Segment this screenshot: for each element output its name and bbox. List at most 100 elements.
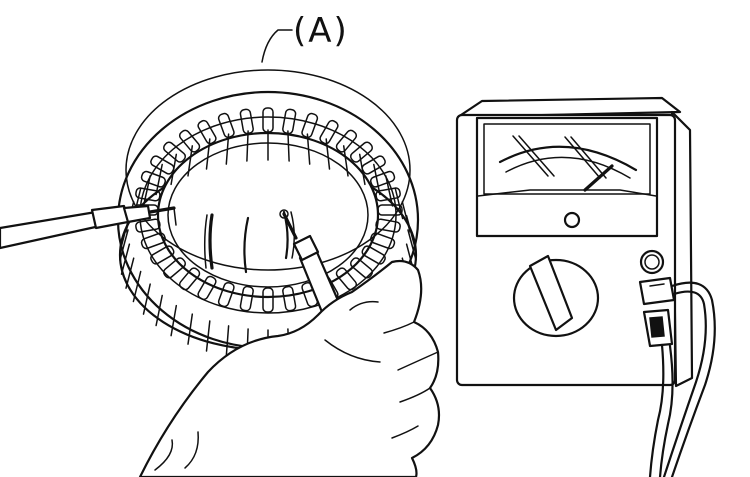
callout-a: (A) xyxy=(261,11,349,63)
left-probe-handle xyxy=(0,210,102,250)
sleeve-fold-1 xyxy=(154,439,174,471)
finger-crease-3 xyxy=(399,387,431,403)
stator-coil-loop xyxy=(377,204,403,216)
meter-glare-1 xyxy=(512,135,549,177)
stator-coil-loop xyxy=(162,257,187,279)
reset-button-rim xyxy=(644,254,660,270)
hand-outline xyxy=(138,259,441,477)
stator-coil-loop xyxy=(135,187,161,202)
stator-coil-loop xyxy=(140,232,167,250)
stator-coil-loop xyxy=(361,245,386,265)
stator-slot-rib xyxy=(225,133,230,165)
winding-band-top xyxy=(125,69,411,271)
test-lead-cable-1-edge xyxy=(662,290,707,477)
range-selector-pointer xyxy=(528,254,574,332)
stator-slot-rib xyxy=(405,215,416,247)
stator-coil-loop xyxy=(369,232,396,250)
stator-coils xyxy=(133,107,403,313)
stator-coil-loop xyxy=(197,119,217,145)
stator-slot-rib xyxy=(170,304,178,337)
stator-coil-loop xyxy=(335,267,358,291)
hand xyxy=(138,259,441,477)
stator-slot-rib xyxy=(246,130,249,162)
knuckle-line-1 xyxy=(349,300,379,311)
thumb-crease xyxy=(324,339,381,363)
stator-coil-loop xyxy=(262,107,274,133)
meter-glare-1b xyxy=(518,135,555,177)
stator-coil-loop xyxy=(217,281,235,308)
lead-wire-2 xyxy=(243,216,250,274)
stator-coil-loop xyxy=(140,170,167,188)
stator-coil-loop xyxy=(301,112,319,139)
left-probe-tip xyxy=(148,206,176,214)
stator-coil-loop xyxy=(349,141,374,163)
left-probe-contact xyxy=(173,207,177,226)
callout-a-label: (A) xyxy=(293,11,349,51)
stator-coil-loop xyxy=(178,267,201,291)
stator-slot-rib xyxy=(132,270,142,303)
stator-coil-loop xyxy=(361,155,386,175)
stator-slot-rib xyxy=(385,175,394,207)
upper-jack-plug xyxy=(638,276,676,306)
meter-window-ledge xyxy=(477,189,657,197)
stator-slot-rib xyxy=(125,257,135,289)
stator-slot-rib xyxy=(142,175,151,207)
stator-slot-rib xyxy=(120,243,131,275)
stator-slot-rib xyxy=(225,325,230,357)
meter-scale-arc-inner xyxy=(505,156,631,179)
lead-wire-1-edge xyxy=(203,214,208,269)
stator-slot-rib xyxy=(187,313,194,345)
left-probe-collar xyxy=(122,204,152,224)
stator-coil-loop xyxy=(135,218,161,233)
stator-coil-loop xyxy=(282,285,297,312)
stator-coil-loop xyxy=(375,218,401,233)
stator-coil-loop xyxy=(162,141,187,163)
zero-adjust-screw xyxy=(563,211,581,229)
right-probe-grip xyxy=(292,234,320,262)
stator-coil-loop xyxy=(282,108,297,135)
meter-top-face xyxy=(456,96,682,119)
stator-coil-loop xyxy=(197,275,217,301)
stator-coil-loop xyxy=(150,245,175,265)
stator-coil-loop xyxy=(150,155,175,175)
meter-needle xyxy=(583,164,614,192)
stator-coil-loop xyxy=(349,257,374,279)
test-lead-cable-2-edge xyxy=(658,344,674,477)
finger-crease-1 xyxy=(383,321,415,334)
lead-wire-1 xyxy=(208,213,214,270)
left-test-probe xyxy=(0,204,177,250)
lower-jack-body xyxy=(649,316,665,338)
stator-coil-loop xyxy=(319,119,339,145)
upper-jack-slot xyxy=(649,283,665,287)
meter-dial-face xyxy=(483,123,651,195)
stator-slot-rib xyxy=(287,130,290,162)
right-probe-contact xyxy=(279,209,289,219)
test-lead-cable-1 xyxy=(670,281,716,477)
stator-coil-loop xyxy=(262,287,274,313)
stator-coil-loop xyxy=(217,112,235,139)
stator-slot-rib xyxy=(205,320,211,352)
stator-slot-rib xyxy=(306,133,311,165)
ohmmeter xyxy=(455,96,716,477)
stator-coil-loop xyxy=(369,170,396,188)
callout-a-leader xyxy=(261,29,293,63)
stator-coil-loop xyxy=(239,285,254,312)
meter-scale-arc xyxy=(498,145,638,172)
stator-coil-loop xyxy=(335,129,358,153)
stator-slot-rib xyxy=(142,283,151,315)
stator-slot-rib xyxy=(155,294,163,327)
meter-glare-2b xyxy=(570,136,607,179)
reset-button xyxy=(639,249,665,275)
stator-slot-rib xyxy=(119,229,129,261)
stator-coil-loop xyxy=(375,187,401,202)
right-test-probe xyxy=(279,209,342,314)
sleeve-fold-2 xyxy=(184,431,199,469)
test-lead-cable-2 xyxy=(648,343,665,477)
stator-slot-rib xyxy=(407,229,417,261)
stator-coil-loop xyxy=(178,129,201,153)
finger-crease-4 xyxy=(391,425,419,439)
meter-glare-2 xyxy=(564,136,601,179)
stator-coil-loop xyxy=(239,108,254,135)
finger-crease-2 xyxy=(397,351,439,371)
